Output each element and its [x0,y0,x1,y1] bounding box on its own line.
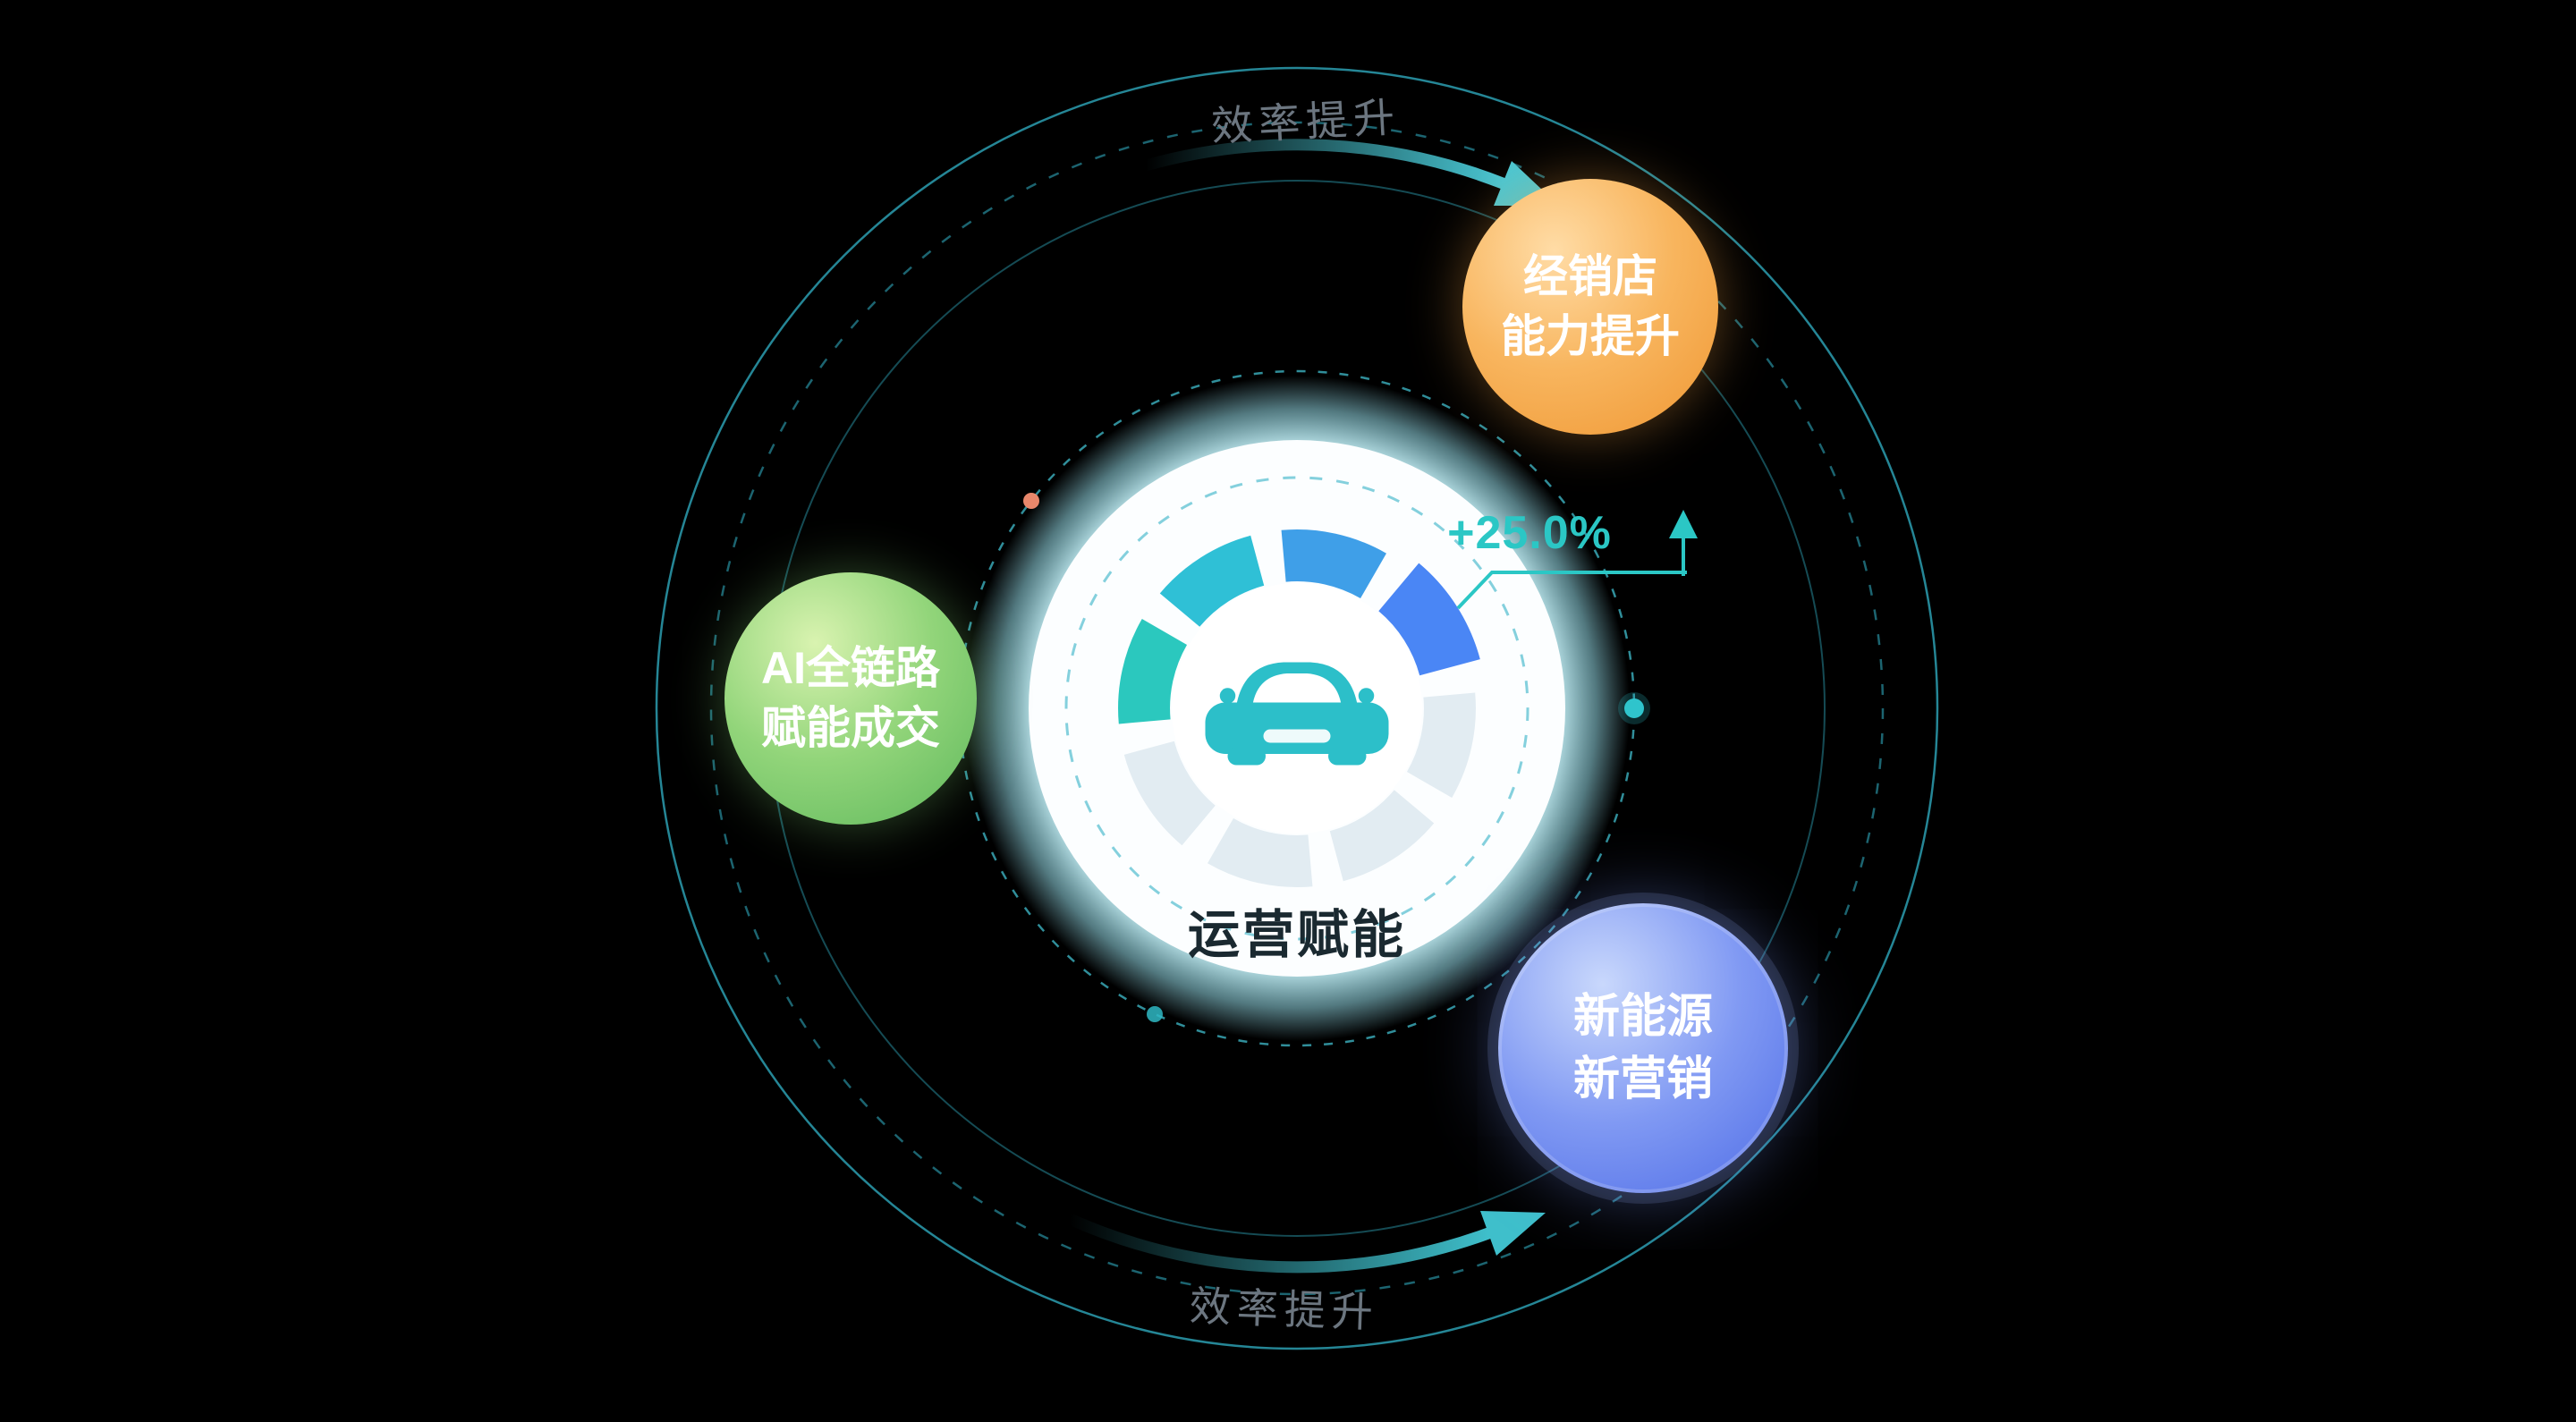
node-label-line2: 能力提升 [1501,311,1680,361]
node-nev-marketing: 新能源 新营销 [1498,903,1788,1193]
node-label-line1: 新能源 [1572,990,1713,1043]
center-dashed-ring [1064,476,1530,941]
gauge-segment [1123,741,1216,846]
orbit-ring-1 [655,66,1939,1350]
orbit-dot-orange [1023,493,1039,509]
car-icon [1205,662,1389,766]
growth-callout [1456,510,1698,610]
efficiency-arrow-bottom [1063,1211,1546,1274]
gauge-segment [1159,535,1265,628]
gauge-segment [1406,692,1476,798]
gauge-ring [1118,529,1480,887]
orbit-dot-teal-right [1624,698,1644,718]
gauge-segment [1281,529,1386,599]
node-ai-full-chain: AI全链路 赋能成交 [724,572,977,825]
center-label: 运营赋能 [1187,906,1406,964]
arrow-head-icon [1480,1211,1546,1256]
orbit-dots [1023,493,1650,1022]
orbit-dot-teal-bottom [1147,1006,1163,1022]
gauge-segment [1377,563,1480,677]
arrow-arc [1063,1213,1495,1274]
node-label-line1: 经销店 [1523,250,1657,301]
gauge-segment [1329,789,1435,882]
orbit-ring-2 [709,121,1885,1296]
node-label-line2: 新营销 [1572,1054,1713,1105]
orbit-label-bottom: 效率提升 [1189,1282,1380,1336]
gauge-segment [1118,619,1188,724]
growth-value: +25.0% [1447,507,1612,559]
callout-line [1456,571,1687,610]
node-label-line1: AI全链路 [761,642,940,693]
arrow-arc [1140,139,1509,190]
up-arrow-icon [1669,510,1698,538]
center-disc [964,376,1630,1041]
node-dealer-capability: 经销店 能力提升 [1462,179,1718,435]
gauge-segment [1208,817,1313,887]
node-label-line2: 赋能成交 [761,703,940,753]
efficiency-arrow-top [1140,139,1559,206]
